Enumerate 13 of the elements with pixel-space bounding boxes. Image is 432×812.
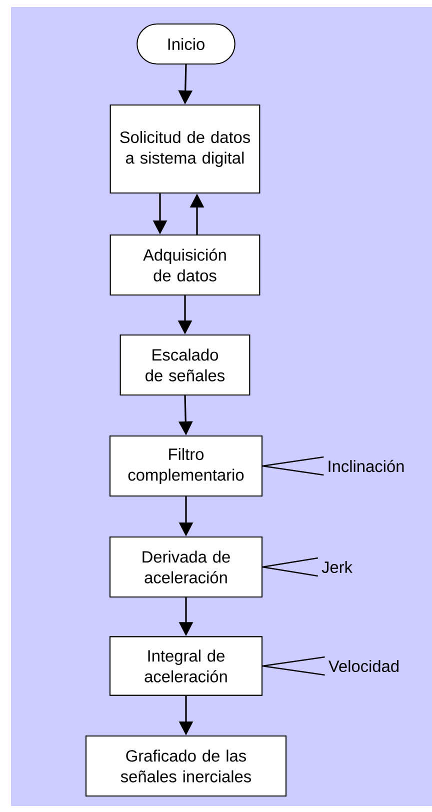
output-label: Velocidad <box>328 660 398 672</box>
fork-lines <box>262 456 324 476</box>
process-box: Graficado de las señales inerciales <box>85 735 287 797</box>
process-box: Filtro complementario <box>109 435 263 497</box>
process-box: Derivada de aceleración <box>109 536 263 598</box>
fork-lines <box>262 557 319 577</box>
process-box: Solicitud de datos a sistema digital <box>110 104 260 194</box>
process-box: Escalado de señales <box>120 334 250 396</box>
process-box: Adquisición de datos <box>110 234 260 296</box>
process-box: Integral de aceleración <box>109 636 263 696</box>
output-label: Jerk <box>322 561 352 574</box>
output-label: Inclinación <box>328 460 404 472</box>
fork-lines <box>262 656 326 676</box>
